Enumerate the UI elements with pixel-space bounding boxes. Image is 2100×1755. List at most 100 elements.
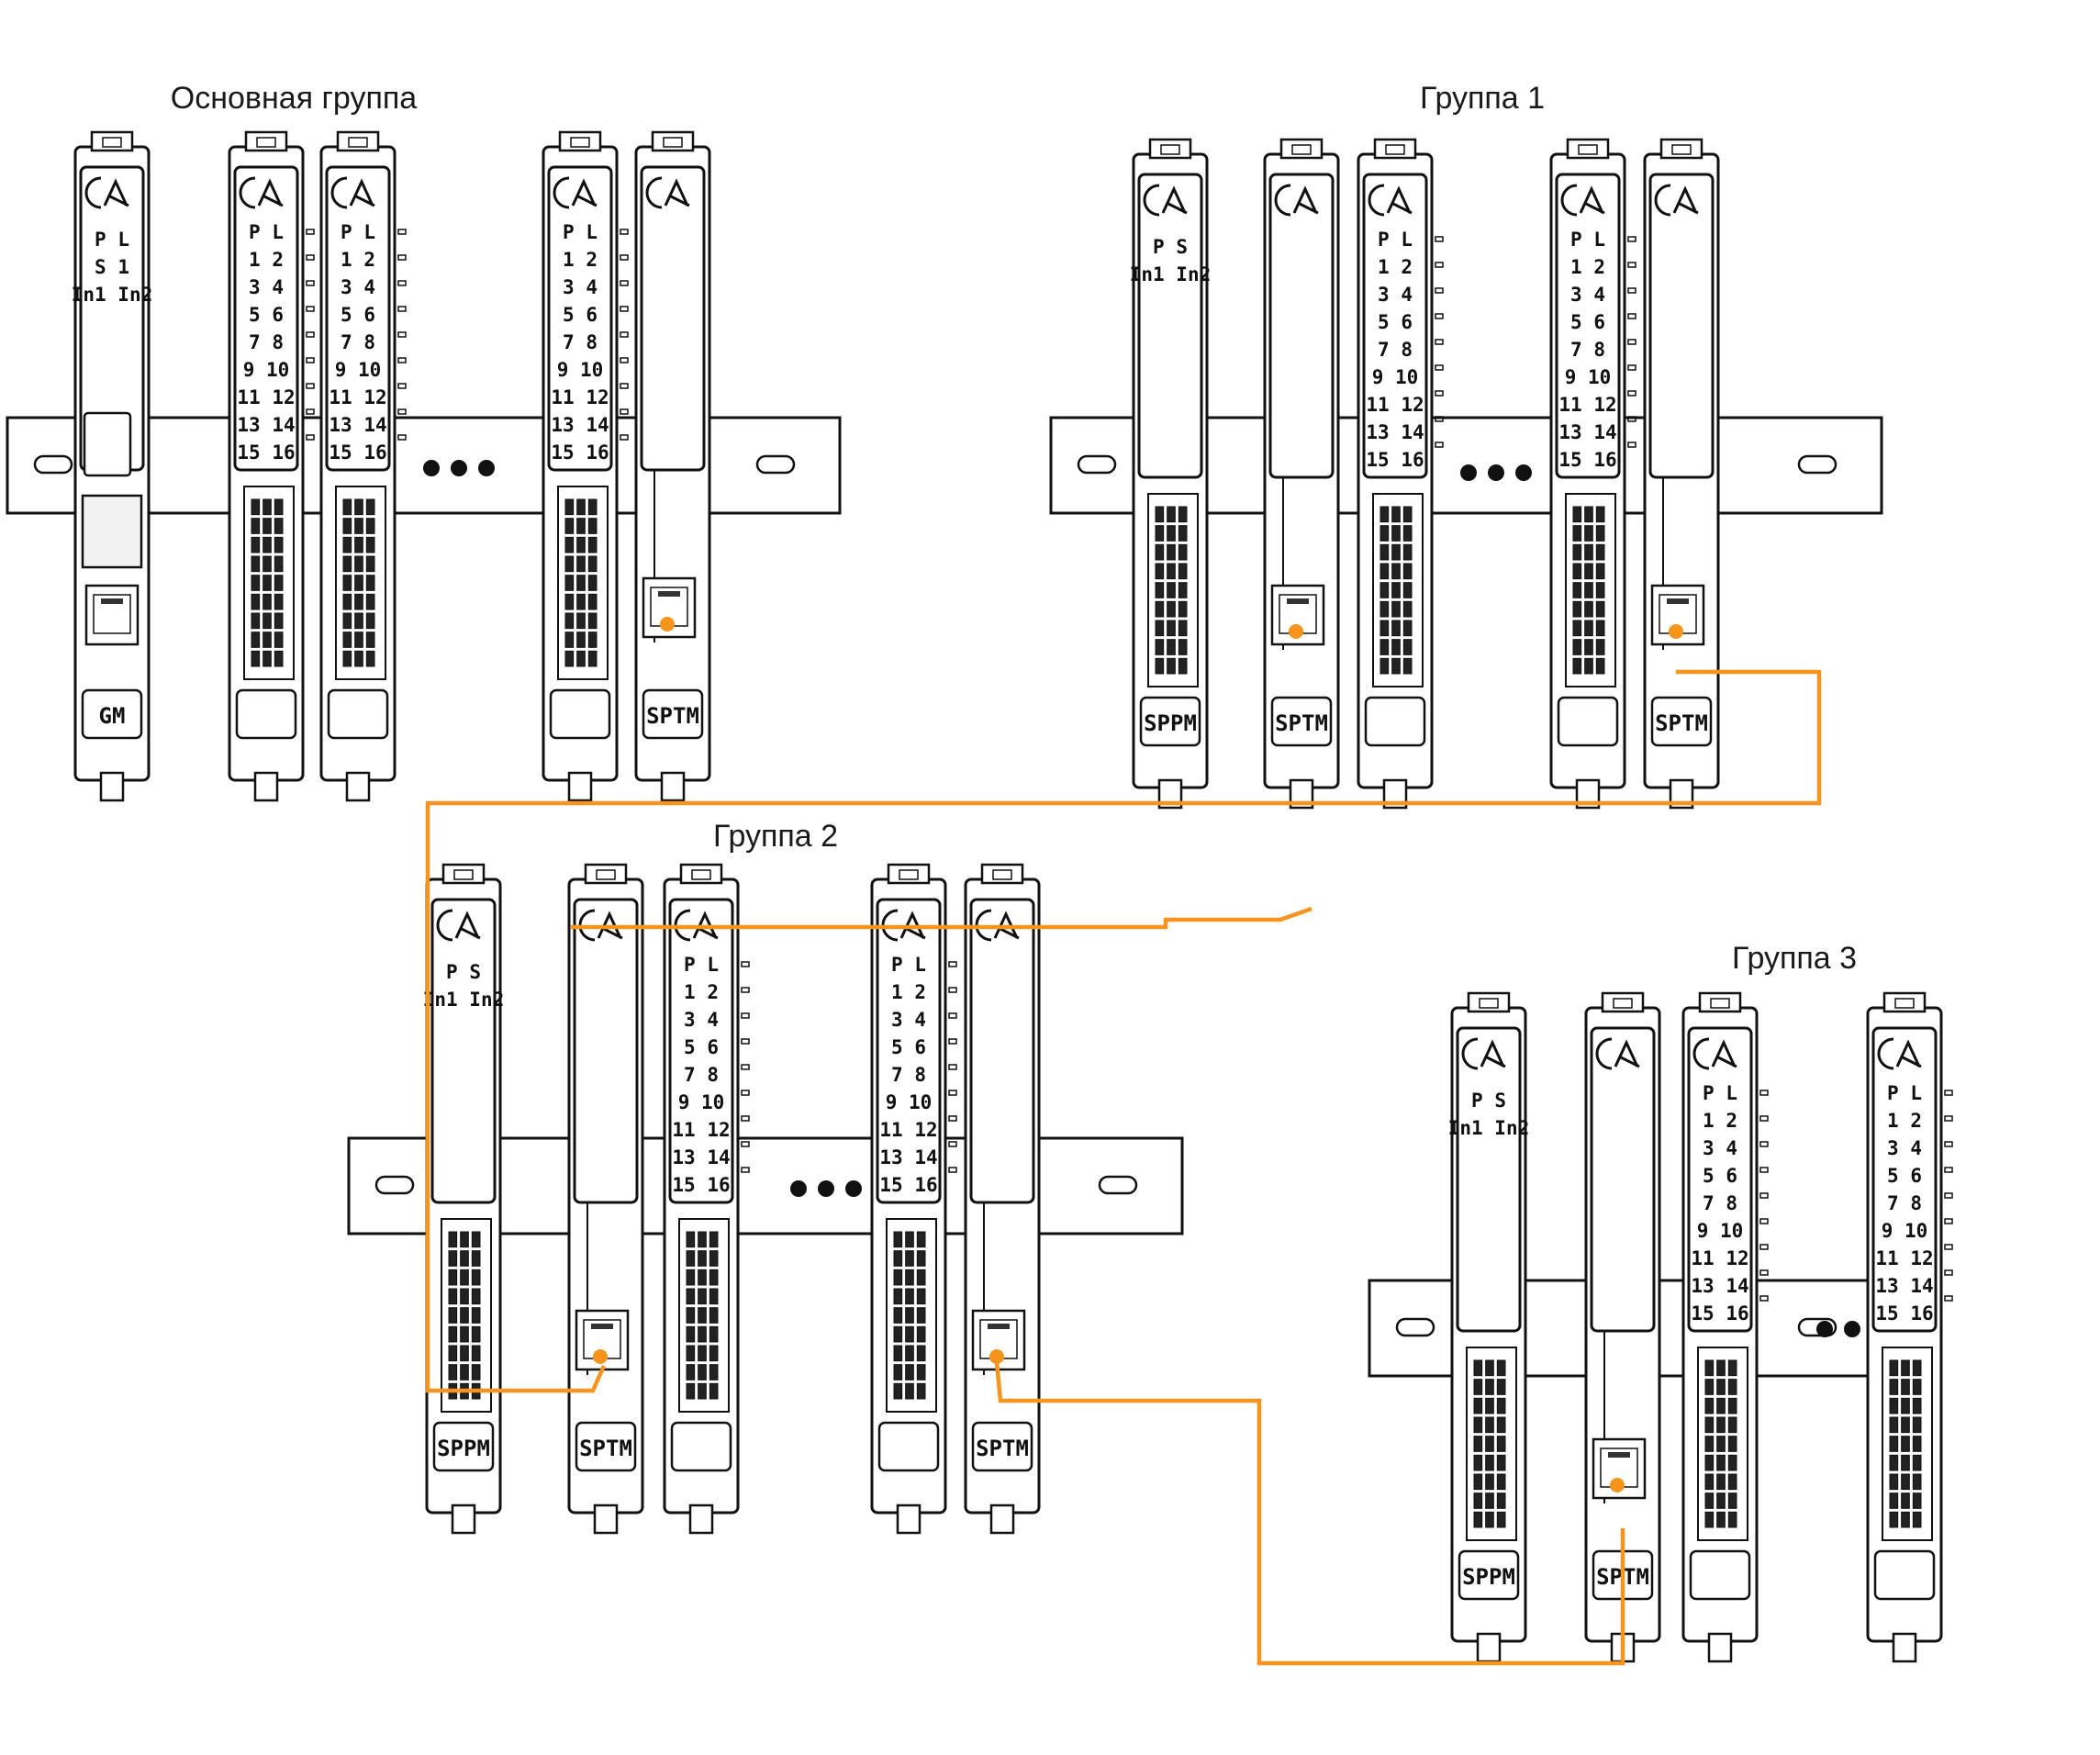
g0-m4-terminal-pin: [565, 594, 574, 609]
g2-m4-terminal-pin: [917, 1383, 925, 1399]
g3-m2-terminal-pin: [1705, 1360, 1714, 1376]
g1-m1-label-panel: [1270, 174, 1333, 477]
g3-m4-terminal-pin: [1902, 1455, 1910, 1470]
module-io16: P L1 23 45 67 89 1011 1213 1415 16: [1358, 140, 1443, 808]
g1-m4-terminal-pin: [1585, 583, 1593, 598]
g3-m1-rj45-latch: [1608, 1452, 1630, 1458]
g2-m4-terminal-pin: [917, 1289, 925, 1304]
g1-m4-terminal-pin: [1573, 658, 1581, 674]
g0-m4-terminal-pin: [588, 499, 597, 515]
io-row-label: 3 4: [1570, 284, 1605, 306]
g3-m4-terminal-pin: [1913, 1398, 1921, 1414]
io-row-label: 9 10: [557, 359, 604, 381]
g2-m2-terminal-pin: [687, 1232, 695, 1247]
g2-m5-rj45-latch: [988, 1324, 1010, 1329]
g1-m0-terminal-pin: [1156, 526, 1164, 542]
g1-m5-rj45-latch: [1667, 598, 1689, 604]
g1-m0-terminal-pin: [1178, 526, 1187, 542]
g0-m1-terminal-pin: [274, 651, 283, 666]
g2-m2-terminal-pin: [698, 1232, 707, 1247]
g3-m2-led: [1760, 1270, 1768, 1275]
g0-m1-terminal-pin: [263, 576, 272, 591]
g1-m4-terminal-pin: [1596, 526, 1604, 542]
g2-m4-terminal-pin: [906, 1383, 914, 1399]
group-label: Группа 3: [1732, 941, 1857, 976]
g0-m5-label-panel: [642, 167, 704, 470]
g2-m1-bottom-latch: [595, 1505, 617, 1533]
g0-m4-name-plate: [551, 690, 609, 738]
g0-m4-terminal-pin: [565, 576, 574, 591]
io-row-label: 15 16: [1691, 1302, 1748, 1325]
g3-m0-terminal-pin: [1474, 1455, 1482, 1470]
io-row-label: 3 4: [891, 1009, 926, 1031]
g1-m2-terminal-pin: [1392, 544, 1401, 560]
g0-m4-led: [620, 332, 628, 337]
g1-m4-terminal-pin: [1573, 640, 1581, 655]
g0-m4-terminal-pin: [577, 499, 586, 515]
g2-m1-top-latch: [586, 865, 626, 883]
module-comm: SPTM: [569, 865, 642, 1533]
g1-m0-terminal-pin: [1167, 640, 1176, 655]
g3-m0-terminal-pin: [1486, 1436, 1494, 1452]
g3-m2-led: [1760, 1142, 1768, 1146]
io-row-label: 7 8: [341, 331, 375, 353]
g1-m2-terminal-pin: [1392, 601, 1401, 617]
g2-m2-terminal-pin: [698, 1365, 707, 1381]
g0-m1-terminal-pin: [263, 613, 272, 629]
g0-m4-terminal-pin: [577, 537, 586, 553]
module-name-label: SPPM: [437, 1436, 490, 1461]
g1-m4-terminal-pin: [1585, 564, 1593, 579]
g3-m2-terminal-pin: [1717, 1360, 1726, 1376]
g1-m0-terminal-pin: [1167, 658, 1176, 674]
g3-m4-terminal-pin: [1913, 1360, 1921, 1376]
io-row-label: 3 4: [249, 276, 284, 298]
g2-m4-led: [949, 962, 956, 967]
io-row-label: 11 12: [1875, 1247, 1933, 1269]
g3-m4-led: [1945, 1116, 1952, 1121]
g2-m0-terminal-pin: [472, 1251, 480, 1267]
g0-m2-terminal-pin: [343, 594, 352, 609]
g1-m2-terminal-pin: [1380, 583, 1389, 598]
g0-m4-terminal-pin: [565, 613, 574, 629]
g1-m2-led: [1435, 237, 1443, 241]
g1-m0-terminal-pin: [1178, 564, 1187, 579]
g0-m4-terminal-pin: [565, 556, 574, 572]
g3-m4-led: [1945, 1270, 1952, 1275]
g0-m1-terminal-pin: [251, 651, 260, 666]
g1-m2-terminal-pin: [1403, 564, 1412, 579]
g3-m2-terminal-pin: [1705, 1398, 1714, 1414]
g3-m0-terminal-pin: [1486, 1512, 1494, 1527]
g0-m1-bottom-latch: [255, 773, 277, 800]
g3-m2-name-plate: [1691, 1551, 1749, 1599]
io-row-label: P L: [1887, 1082, 1922, 1104]
g1-m4-terminal-pin: [1585, 601, 1593, 617]
g0-m5-bottom-latch: [662, 773, 684, 800]
g0-m4-led: [620, 307, 628, 311]
g3-m2-terminal-pin: [1705, 1455, 1714, 1470]
g2-m4-terminal-pin: [894, 1383, 902, 1399]
g3-m4-terminal-pin: [1902, 1360, 1910, 1376]
g3-m4-terminal-pin: [1902, 1474, 1910, 1490]
g0-m1-terminal-pin: [263, 556, 272, 572]
ellipsis-dot: [1460, 464, 1477, 481]
io-row-label: 11 12: [551, 386, 609, 408]
g1-m2-name-plate: [1366, 698, 1424, 745]
io-row-label: P L: [1703, 1082, 1737, 1104]
g0-m1-name-plate: [237, 690, 296, 738]
g2-m2-top-latch: [681, 865, 721, 883]
g0-m4-terminal-pin: [577, 556, 586, 572]
g0-m2-terminal-pin: [355, 651, 363, 666]
g3-m2-terminal-pin: [1705, 1380, 1714, 1395]
g3-m0-terminal-pin: [1486, 1493, 1494, 1509]
io-row-label: P L: [341, 221, 375, 243]
g0-m1-terminal-pin: [263, 594, 272, 609]
g0-m2-terminal-pin: [355, 632, 363, 648]
g3-m4-terminal-pin: [1890, 1493, 1898, 1509]
g1-m2-led: [1435, 391, 1443, 396]
g3-m2-terminal-pin: [1728, 1436, 1737, 1452]
g0-m1-terminal-pin: [251, 594, 260, 609]
g1-m0-terminal-pin: [1156, 601, 1164, 617]
io-row-label: 13 14: [672, 1146, 730, 1168]
g0-m4-terminal-pin: [565, 519, 574, 534]
io-row-label: 15 16: [1875, 1302, 1933, 1325]
